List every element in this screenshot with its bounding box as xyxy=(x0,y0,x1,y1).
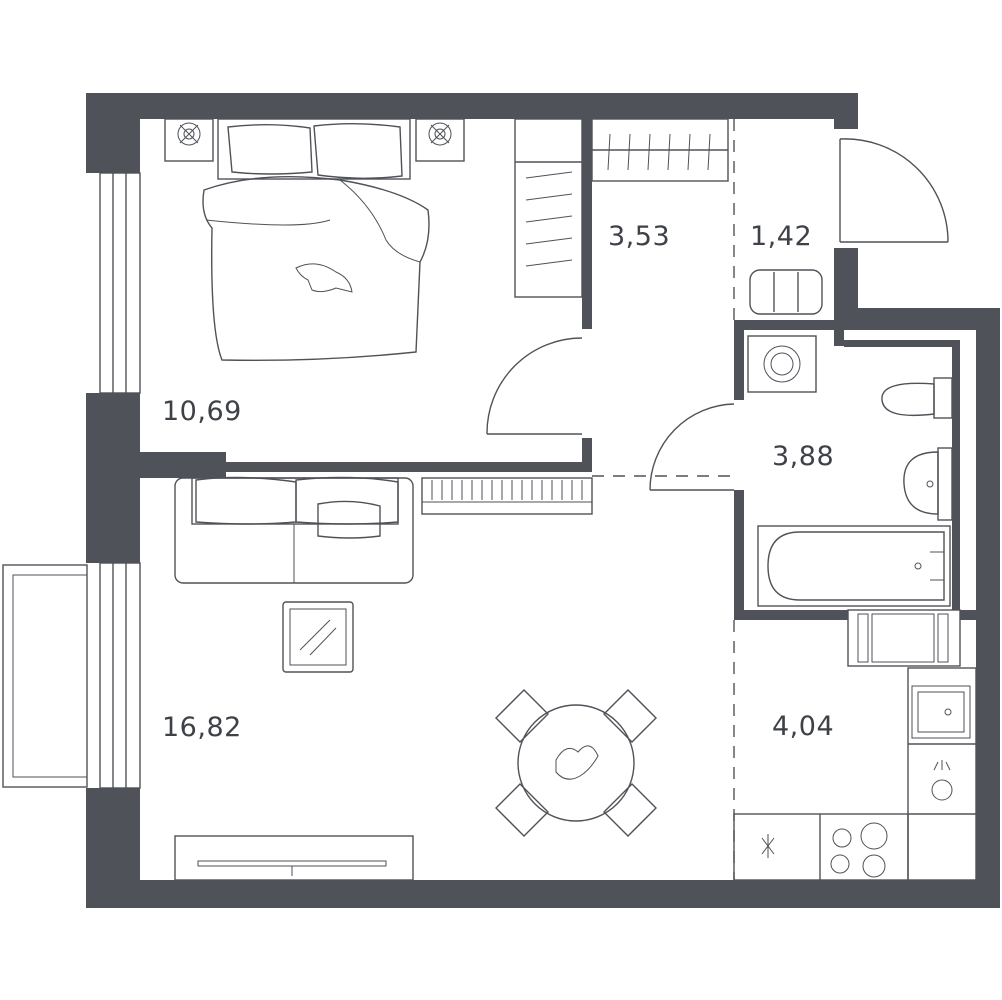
radiator xyxy=(421,477,593,515)
kitchen-sink xyxy=(911,685,971,739)
walk-in-wardrobe-rail xyxy=(591,118,729,182)
bathroom-area: 3,88 xyxy=(772,441,834,472)
kitchen-area: 4,04 xyxy=(772,711,834,742)
wardrobe-area: 3,53 xyxy=(608,221,670,252)
toilet xyxy=(881,377,953,419)
double-bed xyxy=(202,118,430,362)
bathroom-door xyxy=(649,403,735,491)
top-window-marks xyxy=(226,93,638,97)
nightstand-left xyxy=(164,118,214,162)
fridge-snowflake-icon xyxy=(761,834,775,858)
entrance-door xyxy=(839,138,949,243)
dishwasher xyxy=(931,760,953,801)
walls xyxy=(86,93,1000,908)
chair-bottom-right xyxy=(603,783,657,837)
coffee-table xyxy=(282,601,354,673)
cooktop xyxy=(830,822,888,878)
tv-stand xyxy=(174,835,414,881)
kitchen-heater xyxy=(847,609,961,667)
dining-table xyxy=(495,689,657,837)
window-living-room xyxy=(99,562,141,789)
bedroom-door xyxy=(486,337,583,435)
chair-top-right xyxy=(603,689,657,743)
nightstand-right xyxy=(415,118,465,162)
window-bedroom xyxy=(99,172,141,394)
living-room-area: 16,82 xyxy=(162,712,242,743)
balcony xyxy=(2,564,88,788)
washing-machine xyxy=(747,335,817,393)
sofa xyxy=(174,476,414,584)
bathtub xyxy=(757,525,951,607)
chair-top-left xyxy=(495,689,549,743)
hall-pouf xyxy=(749,269,823,315)
hall-area: 1,42 xyxy=(750,221,812,252)
bedroom-wardrobe xyxy=(514,118,583,298)
bedroom-area: 10,69 xyxy=(162,396,242,427)
chair-bottom-left xyxy=(495,783,549,837)
kitchen-counter xyxy=(733,667,977,881)
sink xyxy=(903,447,953,521)
